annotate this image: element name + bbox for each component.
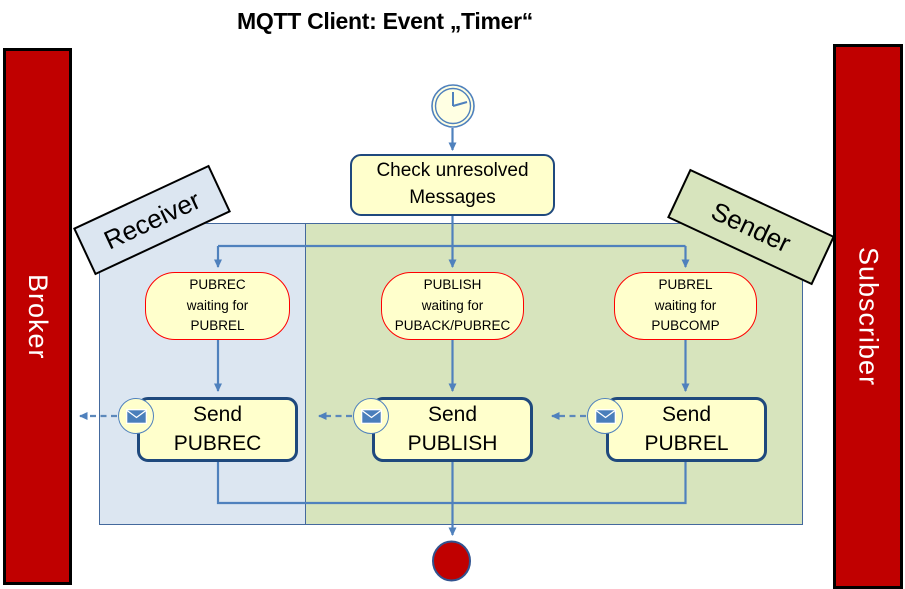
- send-box-line: PUBREL: [644, 431, 729, 455]
- send-box-line: PUBLISH: [407, 431, 498, 455]
- envelope-icon: [587, 398, 623, 434]
- state-line: PUBREL: [658, 276, 713, 292]
- check-box-line1: Check unresolved: [376, 160, 529, 182]
- send-publish-box: Send PUBLISH: [372, 397, 533, 462]
- lane-broker: Broker: [3, 48, 72, 585]
- send-box-line: Send: [427, 403, 478, 427]
- send-pubrec-box: Send PUBREC: [137, 397, 298, 462]
- state-line: waiting for: [654, 297, 717, 313]
- state-line: waiting for: [421, 297, 484, 313]
- send-box-line: Send: [661, 403, 712, 427]
- state-publish-waiting: PUBLISH waiting for PUBACK/PUBREC: [381, 272, 524, 340]
- state-line: PUBCOMP: [651, 318, 720, 334]
- sender-region: [305, 223, 803, 525]
- state-line: PUBLISH: [423, 276, 482, 292]
- envelope-icon: [353, 398, 389, 434]
- check-box-line2: Messages: [409, 187, 496, 208]
- state-line: waiting for: [186, 297, 249, 313]
- state-line: PUBACK/PUBREC: [394, 318, 511, 334]
- clock-icon: [431, 84, 475, 128]
- state-line: PUBREC: [189, 276, 246, 292]
- send-pubrel-box: Send PUBREL: [606, 397, 767, 462]
- state-pubrel-waiting: PUBREL waiting for PUBCOMP: [614, 272, 757, 340]
- page-title: MQTT Client: Event „Timer“: [237, 8, 533, 34]
- end-node-circle: [432, 540, 471, 582]
- state-pubrec-waiting: PUBREC waiting for PUBREL: [145, 272, 290, 340]
- receiver-region: [99, 223, 306, 525]
- state-line: PUBREL: [190, 318, 245, 334]
- send-box-line: PUBREC: [173, 431, 262, 455]
- check-unresolved-messages-box: Check unresolved Messages: [350, 154, 555, 216]
- lane-subscriber-label: Subscriber: [853, 246, 884, 387]
- lane-subscriber: Subscriber: [833, 44, 903, 589]
- send-box-line: Send: [192, 403, 243, 427]
- envelope-icon: [118, 398, 154, 434]
- lane-broker-label: Broker: [23, 273, 53, 360]
